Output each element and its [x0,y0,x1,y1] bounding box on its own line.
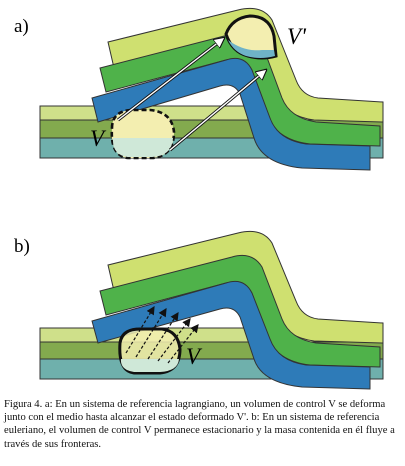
deformed-volume-label: V' [287,24,307,49]
flow-arrow-2 [135,307,167,358]
deformed-volume-lower [228,40,275,58]
figure-caption: Figura 4. a: En un sistema de referencia… [4,399,395,450]
flow-arrow-5 [167,324,199,364]
panel-a-diagram: a) V V' [14,7,384,171]
control-volume-lower [120,359,179,372]
initial-volume-lower [112,138,173,157]
volume-label-v: V [90,126,107,151]
panel-b-diagram: b) V [14,230,384,390]
panel-a-label: a) [14,16,29,37]
flow-arrow-4 [157,318,191,362]
trajectory-arrow-1-inner [117,38,224,121]
flow-arrow-1 [125,305,155,354]
control-volume-label: V [186,344,203,369]
panel-b-label: b) [14,236,30,257]
flow-arrow-3 [147,311,179,360]
trajectory-arrow-2-inner [169,70,266,151]
